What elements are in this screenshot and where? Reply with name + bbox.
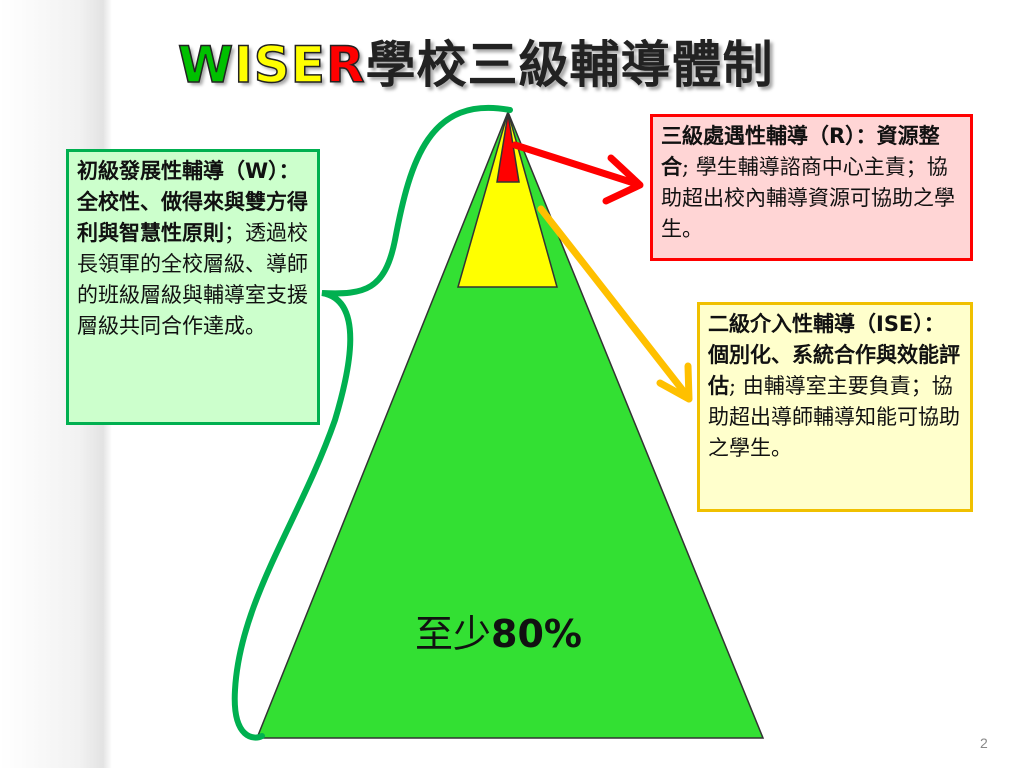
- pyramid-base-label: 至少80%: [415, 612, 582, 656]
- pyramid-tier-yellow: [457, 109, 558, 288]
- title-letter-r: R: [325, 35, 366, 95]
- page-number: 2: [980, 735, 988, 751]
- pyramid-base-value: 80%: [491, 612, 582, 656]
- yellow-arrow: [537, 205, 692, 401]
- tier-w-description: 初級發展性輔導（W）：全校性、做得來與雙方得利與智慧性原則；透過校長領軍的全校層…: [66, 149, 320, 425]
- pyramid-base-prefix: 至少: [415, 612, 491, 656]
- title-letter-s: S: [253, 35, 291, 95]
- title-text: 學校三級輔導體制: [365, 36, 774, 94]
- tier-ise-body: ; 由輔導室主要負責；協助超出導師輔導知能可協助之學生。: [708, 374, 960, 460]
- tier-r-heading: 三級處遇性輔導（R）：資源整合: [661, 124, 940, 179]
- yellow-arrow-head: [656, 362, 693, 403]
- red-arrow: [511, 141, 641, 188]
- tier-ise-description: 二級介入性輔導（ISE）：個別化、系統合作與效能評估; 由輔導室主要負責；協助超…: [697, 302, 973, 512]
- tier-r-body: ; 學生輔導諮商中心主責；協助超出校內輔導資源可協助之學生。: [661, 155, 955, 241]
- title-letter-i: I: [233, 35, 254, 95]
- tier-w-heading: 初級發展性輔導（W）：全校性、做得來與雙方得利與智慧性原則: [77, 159, 308, 245]
- title-letter-e: E: [290, 35, 326, 95]
- tier-w-body: ；透過校長領軍的全校層級、導師的班級層級與輔導室支援層級共同合作達成。: [77, 221, 308, 338]
- tier-ise-heading: 二級介入性輔導（ISE）：個別化、系統合作與效能評估: [708, 312, 960, 398]
- tier-r-description: 三級處遇性輔導（R）：資源整合; 學生輔導諮商中心主責；協助超出校內輔導資源可協…: [650, 114, 973, 261]
- page-title: WISER學校三級輔導體制: [177, 30, 774, 100]
- title-letter-w: W: [177, 35, 235, 95]
- pyramid-tier-green: [255, 109, 765, 739]
- green-bracket: [231, 104, 513, 741]
- red-arrow-head: [602, 154, 644, 205]
